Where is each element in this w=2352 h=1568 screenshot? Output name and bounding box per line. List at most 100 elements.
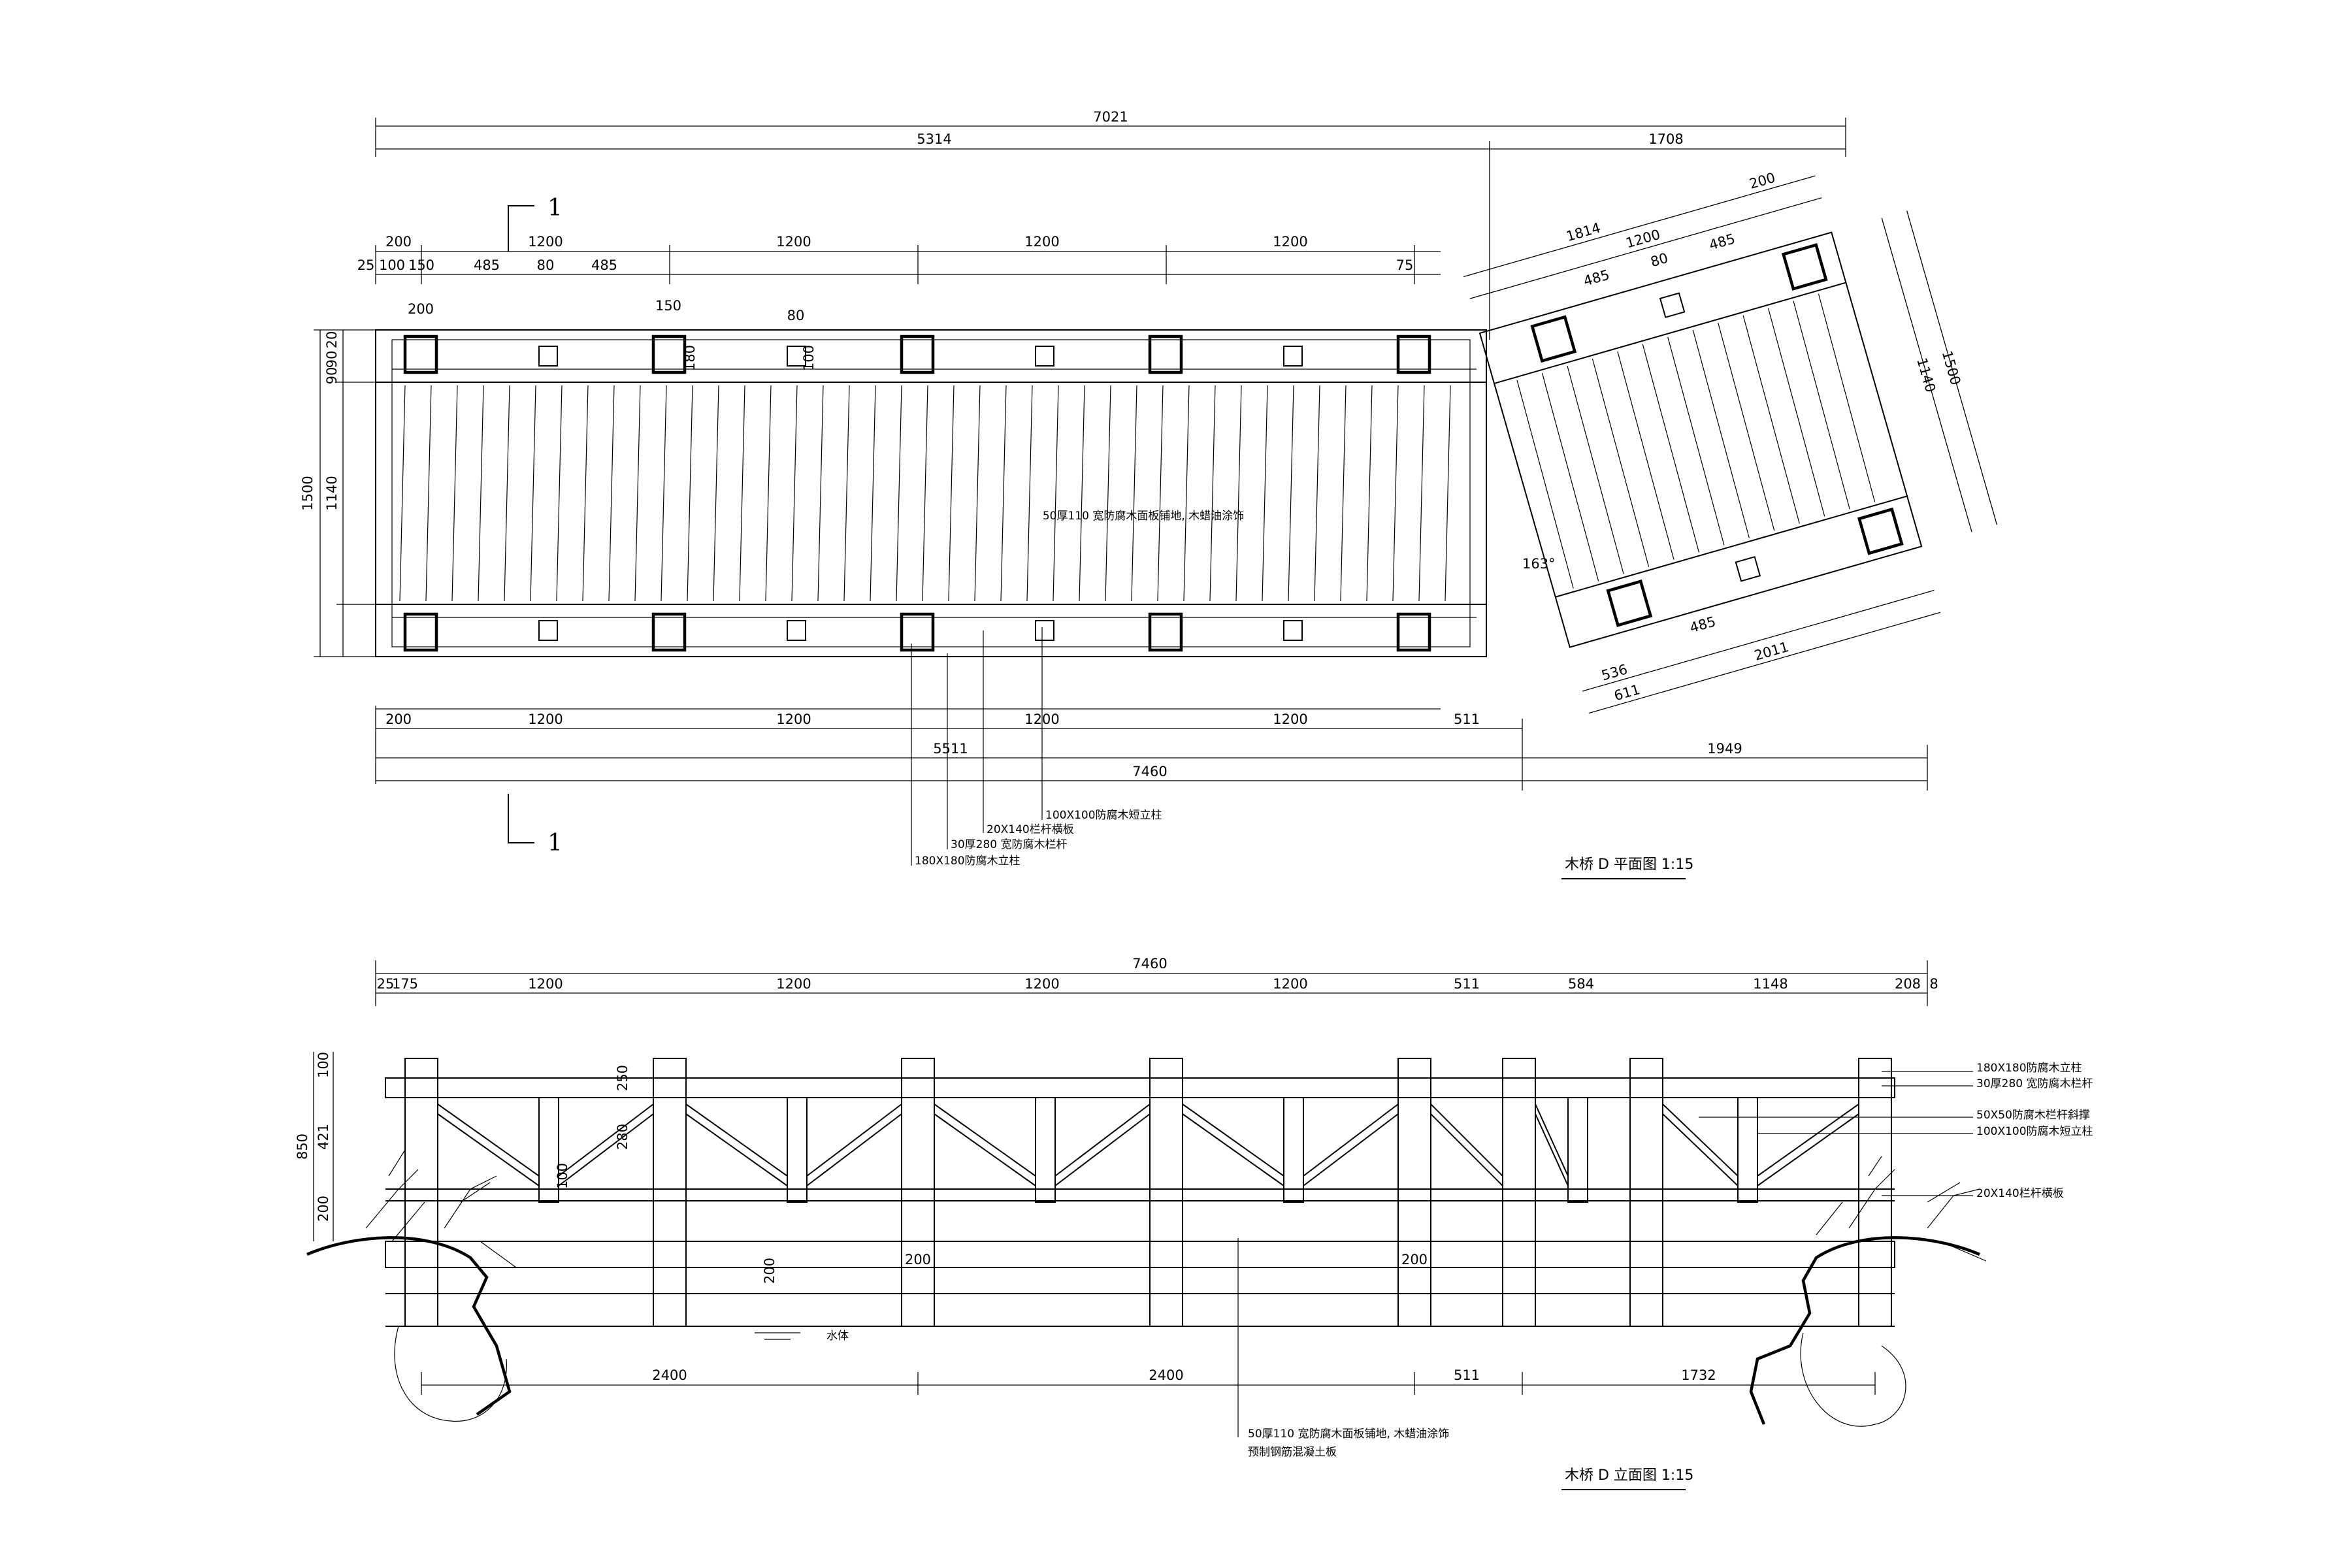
section-mark-label-top: 1: [547, 195, 563, 221]
dim-bottom-left-end: 200: [385, 711, 412, 727]
elev-bottom-1732: 1732: [1681, 1367, 1716, 1383]
elev-note-slab: 预制钢筋混凝土板: [1248, 1446, 1337, 1459]
dim-overall-top: 7021: [1093, 109, 1128, 125]
elev-bottom-2400b: 2400: [1149, 1367, 1183, 1383]
angled-dim-1814: 1814: [1565, 220, 1603, 244]
section-mark-bottom: 1: [508, 794, 563, 857]
elev-dim-100a: 100: [316, 1052, 331, 1078]
elev-bottom-dimensions: 2400 2400 511 1732: [421, 1367, 1876, 1395]
elev-label-200a: 200: [905, 1252, 931, 1267]
sub-dim-75: 75: [1396, 257, 1414, 273]
note-handrail: 30厚280 宽防腐木栏杆: [951, 838, 1067, 851]
sub-dim-ticks-top: [375, 245, 1415, 284]
sub-dim-25: 25: [357, 257, 375, 273]
angled-dim-485b: 485: [1707, 231, 1737, 253]
small-depth-label: 100: [801, 345, 817, 371]
plan-deck-note: 50厚110 宽防腐木面板铺地, 木蜡油涂饰: [1043, 510, 1244, 523]
dim-bottom-right-span: 1949: [1707, 741, 1742, 757]
elev-water: 水体: [745, 1326, 849, 1343]
plan-leader-notes: 100X100防腐木短立柱 20X140栏杆横板 30厚280 宽防腐木栏杆 1…: [911, 627, 1162, 868]
dim-top-left-span: 5314: [917, 131, 951, 147]
plan-posts-bottom: [403, 612, 1431, 652]
angled-dim-1140: 1140: [1914, 356, 1938, 394]
angled-dim-611: 611: [1612, 681, 1642, 704]
plan-left-dimensions: 1500 1140 20 90 90: [300, 329, 376, 657]
sub-dim-485b: 485: [591, 257, 617, 273]
dim-bottom-left-span: 5511: [933, 741, 968, 757]
elev-left-dimensions: 850 100 421 200: [295, 1052, 334, 1241]
rail-depth-label: 180: [682, 345, 698, 371]
angled-dim-1200: 1200: [1624, 227, 1662, 252]
elev-dim-421: 421: [316, 1124, 331, 1150]
dim-bottom-pitch-4: 1200: [1273, 711, 1307, 727]
dim-pitch-2: 1200: [776, 234, 811, 250]
elev-dim-25: 25: [377, 976, 395, 992]
elev-dim-511: 511: [1454, 976, 1480, 992]
post-size-label: 200: [408, 301, 434, 317]
note-rail-board: 20X140栏杆横板: [987, 823, 1074, 836]
angled-dim-2011: 2011: [1752, 639, 1790, 664]
elev-left-bank: [306, 1149, 517, 1422]
elev-note-brace: 50X50防腐木栏杆斜撑: [1976, 1109, 2090, 1122]
rail-width-label: 150: [655, 298, 681, 314]
plan-posts-top: [403, 335, 1431, 374]
dim-width-20: 20: [324, 331, 340, 349]
dim-right-end: 511: [1454, 711, 1480, 727]
plan-main-deck: 200 150 80 180 100 50厚110 宽防腐木面板铺地, 木蜡油涂…: [375, 298, 1487, 657]
dim-bottom-pitch-2: 1200: [776, 711, 811, 727]
elev-dim-200: 200: [316, 1196, 331, 1222]
dim-width-total: 1500: [300, 476, 316, 510]
sub-dim-485: 485: [474, 257, 500, 273]
sub-dim-100: 100: [379, 257, 405, 273]
section-mark-label-bottom: 1: [547, 830, 563, 857]
elev-dim-208: 208: [1895, 976, 1921, 992]
elev-note-short-post: 100X100防腐木短立柱: [1976, 1125, 2093, 1138]
plan-deck-hatch: [399, 385, 1451, 602]
elev-bottom-511: 511: [1454, 1367, 1480, 1383]
sub-dim-80: 80: [537, 257, 555, 273]
elev-railing: [385, 1058, 1895, 1327]
plan-angled-deck: 1814 1200 485 80 485 200 2011 536 611 48…: [1463, 170, 1998, 714]
elev-dim-1200c: 1200: [1024, 976, 1059, 992]
elev-main-posts: [404, 1058, 1892, 1327]
elev-note-main-post: 180X180防腐木立柱: [1976, 1062, 2082, 1075]
elevation-title: 木桥 D 立面图 1:15: [1561, 1467, 1693, 1490]
elev-dim-175: 175: [392, 976, 418, 992]
elev-right-notes: 180X180防腐木立柱 30厚280 宽防腐木栏杆 50X50防腐木栏杆斜撑 …: [1699, 1062, 2093, 1200]
note-main-post: 180X180防腐木立柱: [915, 855, 1021, 868]
elev-bottom-notes: 50厚110 宽防腐木面板铺地, 木蜡油涂饰 预制钢筋混凝土板: [1237, 1238, 1449, 1459]
dim-width-inner: 1140: [324, 476, 340, 510]
plan-title-text: 木桥 D 平面图 1:15: [1565, 857, 1693, 873]
elev-dim-1200d: 1200: [1273, 976, 1307, 992]
plan-bottom-dimensions: 200 1200 1200 1200 1200 511 5511 1949 74…: [375, 706, 1928, 791]
dim-bottom-pitch-1: 1200: [528, 711, 563, 727]
elevation-title-text: 木桥 D 立面图 1:15: [1565, 1467, 1693, 1484]
elev-label-200b: 200: [1401, 1252, 1428, 1267]
dim-left-end: 200: [385, 234, 412, 250]
plan-title: 木桥 D 平面图 1:15: [1561, 857, 1693, 879]
dim-top-right-span: 1708: [1648, 131, 1683, 147]
angled-deck-hatch: [1516, 293, 1876, 589]
elev-label-250: 250: [615, 1065, 630, 1091]
angled-dim-1500: 1500: [1939, 349, 1964, 387]
angled-dim-485: 485: [1582, 267, 1611, 289]
note-short-post: 100X100防腐木短立柱: [1045, 809, 1162, 822]
elev-label-100: 100: [555, 1163, 570, 1189]
plan-view: 7021 5314 1708 200 1200 1200 1200 1200 2…: [300, 109, 1998, 879]
angled-dim-485c: 485: [1688, 613, 1718, 636]
elev-dim-8: 8: [1929, 976, 1938, 992]
elev-overall: 7460: [1132, 956, 1167, 972]
elev-label-280: 280: [615, 1124, 630, 1150]
elev-dim-1200a: 1200: [528, 976, 563, 992]
elev-right-bank: [1749, 1156, 1987, 1427]
angled-dim-200: 200: [1748, 170, 1777, 192]
dim-pitch-4: 1200: [1273, 234, 1307, 250]
water-label: 水体: [826, 1330, 849, 1343]
angled-dim-536: 536: [1600, 661, 1629, 683]
elev-dim-1148: 1148: [1753, 976, 1788, 992]
sub-dim-150: 150: [408, 257, 434, 273]
angle-label: 163°: [1522, 556, 1556, 572]
dim-pitch-1: 1200: [528, 234, 563, 250]
elev-bottom-2400a: 2400: [652, 1367, 687, 1383]
